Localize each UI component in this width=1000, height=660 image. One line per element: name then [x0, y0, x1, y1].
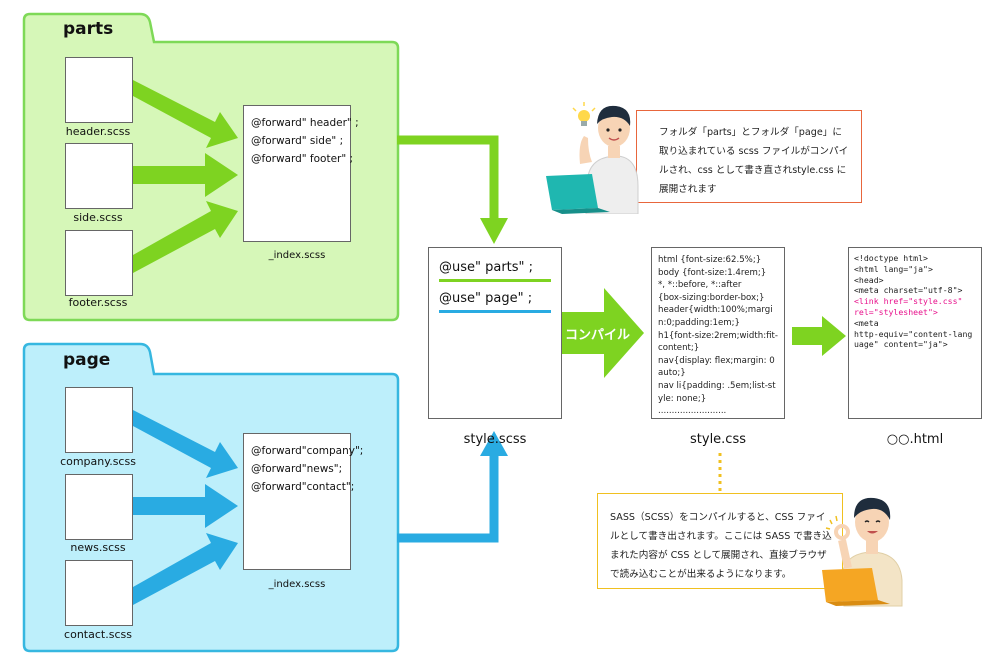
news-scss-label: news.scss — [70, 541, 126, 554]
person-laptop-ok-icon — [822, 497, 903, 607]
parts-index-line: @forward" footer" ; — [251, 153, 354, 165]
html-caption: ○○.html — [886, 432, 944, 447]
use-parts-line: @use" parts" ; — [439, 260, 534, 275]
style-scss-caption: style.scss — [463, 432, 527, 447]
person-laptop-lightbulb-icon — [546, 102, 639, 214]
page-index-file: @forward"company"; @forward"news"; @forw… — [243, 433, 364, 570]
parts-index-file: @forward" header" ; @forward" side" ; @f… — [243, 105, 359, 242]
html-code-head: <!doctype html> <html lang="ja"> <head> … — [854, 253, 963, 296]
html-code-link-highlight: <link href="style.css" rel="stylesheet"> — [854, 296, 963, 317]
html-file: <!doctype html> <html lang="ja"> <head> … — [848, 247, 982, 419]
top-note: フォルダ「parts」とフォルダ「page」に取り込まれている scss ファイ… — [636, 110, 862, 203]
bottom-note: SASS（SCSS）をコンパイルすると、CSS ファイルとして書き出されます。こ… — [597, 493, 843, 589]
css-to-html-arrow — [792, 316, 846, 356]
contact-scss-file — [65, 560, 133, 626]
parts-file-arrows — [133, 80, 238, 273]
header-scss-label: header.scss — [65, 125, 131, 138]
footer-scss-file — [65, 230, 133, 296]
parts-index-line: @forward" header" ; — [251, 117, 359, 129]
use-parts-underline — [439, 279, 551, 282]
html-code-tail: <meta http-equiv="content-language" cont… — [854, 317, 973, 350]
page-index-line: @forward"company"; — [251, 445, 364, 457]
company-scss-label: company.scss — [60, 455, 136, 468]
parts-to-style-arrow — [397, 135, 499, 222]
parts-index-line: @forward" side" ; — [251, 135, 344, 147]
parts-to-style-arrowhead — [480, 218, 508, 244]
style-css-file: html {font-size:62.5%;} body {font-size:… — [651, 247, 785, 419]
page-to-style-arrow — [397, 452, 499, 543]
page-index-line: @forward"contact"; — [251, 481, 355, 493]
html-code: <!doctype html> <html lang="ja"> <head> … — [854, 253, 976, 350]
side-scss-label: side.scss — [73, 211, 123, 224]
footer-scss-label: footer.scss — [68, 296, 128, 309]
style-scss-file: @use" parts" ; @use" page" ; — [428, 247, 562, 419]
style-css-code: html {font-size:62.5%;} body {font-size:… — [658, 255, 778, 417]
parts-index-label: _index.scss — [268, 250, 326, 261]
page-to-style-arrowhead — [480, 431, 508, 456]
side-scss-file — [65, 143, 133, 209]
use-page-underline — [439, 310, 551, 313]
header-scss-file — [65, 57, 133, 123]
bottom-note-text: SASS（SCSS）をコンパイルすると、CSS ファイルとして書き出されます。こ… — [610, 512, 832, 580]
page-index-label: _index.scss — [268, 579, 326, 590]
style-css-caption: style.css — [690, 432, 746, 447]
contact-scss-label: contact.scss — [64, 628, 132, 641]
parts-folder-label: parts — [63, 19, 114, 39]
use-page-line: @use" page" ; — [439, 291, 533, 306]
top-note-text: フォルダ「parts」とフォルダ「page」に取り込まれている scss ファイ… — [659, 127, 849, 195]
compile-label: コンパイル — [565, 328, 631, 343]
company-scss-file — [65, 387, 133, 453]
compile-arrow — [560, 288, 644, 378]
news-scss-file — [65, 474, 133, 540]
page-index-line: @forward"news"; — [251, 463, 343, 475]
page-folder-label: page — [63, 350, 111, 370]
page-file-arrows — [133, 410, 238, 605]
